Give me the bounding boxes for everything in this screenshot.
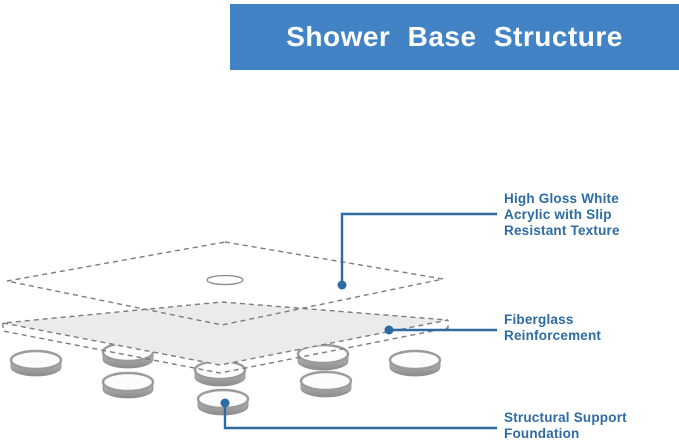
connector-foundation-line [223,403,497,430]
label-line: Reinforcement [504,328,602,343]
drain-icon [206,274,244,286]
connector-acrylic-line [340,212,497,284]
label-line: Foundation [504,426,580,441]
label-support-foundation: Structural Support Foundation [504,410,627,442]
label-line: Resistant Texture [504,223,620,238]
header-banner: Shower Base Structure [230,4,679,70]
support-ring-front-right [299,370,353,399]
support-ring-front-left [101,371,155,400]
support-ring-far-right [388,349,442,378]
fiberglass-layer-shape [2,301,449,366]
label-acrylic-layer: High Gloss White Acrylic with Slip Resis… [504,191,620,239]
label-line: Acrylic with Slip [504,207,612,222]
acrylic-layer-shape [6,241,444,326]
label-line: Fiberglass [504,312,574,327]
connector-foundation-dot [220,398,230,408]
label-line: High Gloss White [504,191,619,206]
connector-fiberglass-dot [384,325,394,335]
label-fiberglass-layer: Fiberglass Reinforcement [504,312,601,344]
support-ring-far-left [9,349,63,378]
label-line: Structural Support [504,410,627,425]
fiberglass-layer-thickness [2,320,449,374]
connectors [223,212,497,430]
header-title: Shower Base Structure [286,21,623,52]
connector-acrylic-dot [337,280,347,290]
